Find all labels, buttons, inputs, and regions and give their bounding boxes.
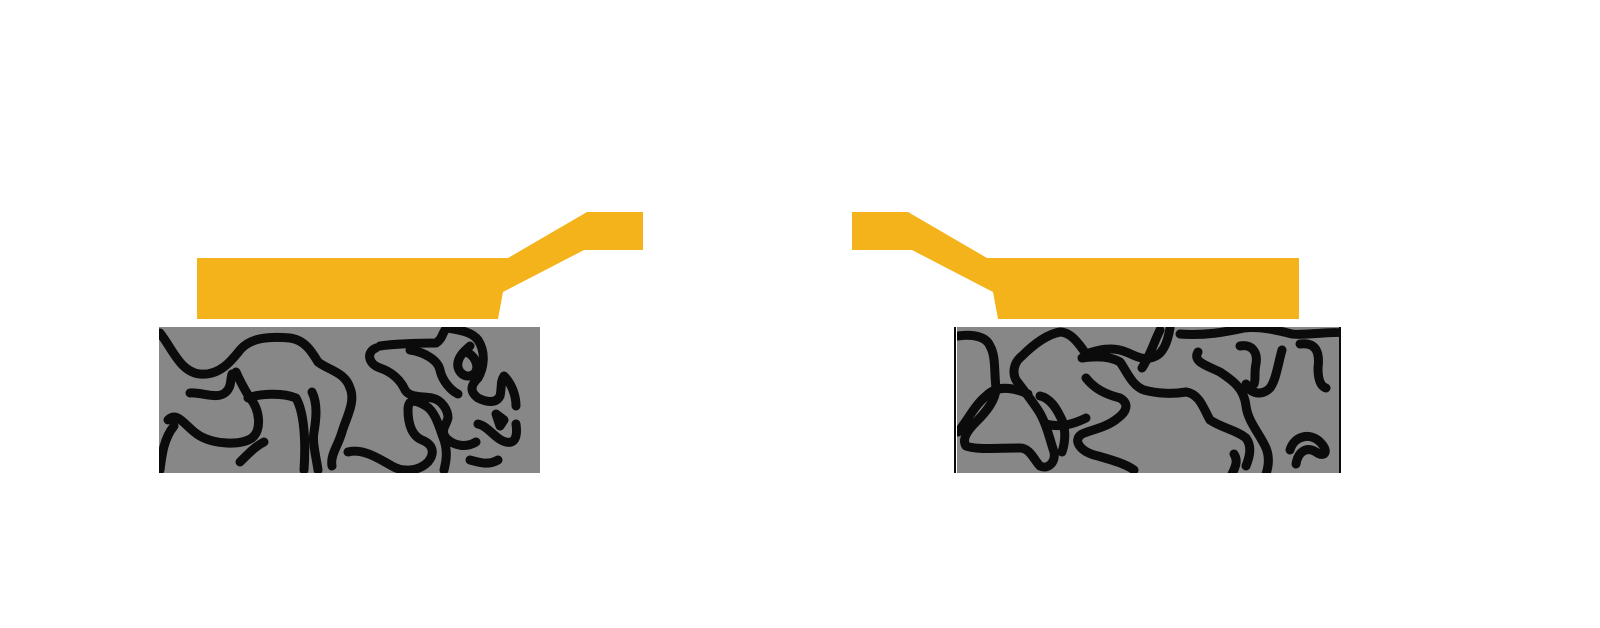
left-network-strand-11: [405, 345, 463, 399]
right-panel: [852, 212, 1341, 473]
right-network-strand-6: [1073, 373, 1139, 473]
left-network-strand-7: [307, 387, 323, 473]
right-network-strand-9: [1192, 347, 1273, 473]
left-network-strand-13: [473, 419, 521, 447]
right-network-strand-12: [1235, 341, 1261, 389]
left-network-strand-6: [235, 437, 269, 467]
right-network-strand-5: [1077, 352, 1255, 471]
left-network-strand-3: [185, 369, 237, 401]
right-network-strand-14: [1227, 449, 1241, 473]
left-network-strand-14: [465, 455, 503, 468]
left-network-strand-1: [159, 328, 357, 471]
left-substrate: [159, 327, 540, 473]
right-network-strand-3: [1081, 327, 1175, 363]
left-electrode-contact: [197, 212, 643, 319]
left-porous-network: [159, 327, 521, 473]
right-electrode-contact: [852, 212, 1299, 319]
right-network-strand-11: [1295, 339, 1331, 393]
right-network-strand-2: [957, 383, 1033, 437]
left-network-strand-4: [243, 389, 310, 473]
left-network-strand-5: [159, 421, 179, 473]
right-substrate: [954, 327, 1341, 473]
right-network-strand-4: [1035, 391, 1070, 457]
right-network-strand-15: [1137, 327, 1165, 373]
right-network-strand-10: [1241, 345, 1287, 398]
right-porous-network: [957, 327, 1339, 473]
left-network-strand-10: [365, 343, 481, 450]
left-panel: [159, 212, 643, 473]
right-network-strand-7: [1041, 413, 1091, 431]
right-network-strand-8: [1175, 327, 1339, 340]
left-network-strand-12: [453, 341, 482, 381]
left-network-strand-15: [491, 409, 509, 431]
right-network-strand-13: [1285, 431, 1330, 469]
left-network-strand-2: [163, 367, 263, 448]
left-network-strand-9: [375, 327, 521, 411]
